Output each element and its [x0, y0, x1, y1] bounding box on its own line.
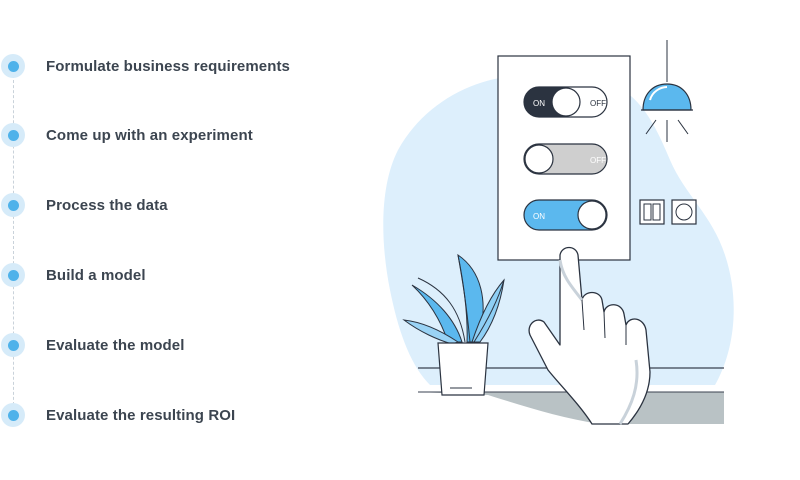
step-label: Evaluate the resulting ROI	[46, 406, 236, 424]
round-switch-icon[interactable]	[671, 199, 697, 225]
step-bullet-icon	[1, 123, 25, 147]
pointing-hand-icon	[528, 246, 651, 425]
plant-pot	[437, 342, 489, 396]
step-build-model: Build a model	[0, 262, 146, 288]
toggle-switch-off[interactable]: OFF	[523, 143, 608, 175]
step-label: Come up with an experiment	[46, 126, 253, 144]
toggle-switch-on-dark[interactable]: ON OFF	[523, 86, 608, 118]
step-experiment: Come up with an experiment	[0, 122, 253, 148]
floor-shelf	[418, 392, 724, 424]
hanging-lamp-icon	[641, 40, 693, 142]
process-steps: Formulate business requirements Come up …	[0, 0, 380, 480]
step-bullet-icon	[1, 54, 25, 78]
step-bullet-icon	[1, 403, 25, 427]
step-label: Process the data	[46, 196, 168, 214]
step-process-data: Process the data	[0, 192, 168, 218]
toggle-switch-on-blue[interactable]: ON	[523, 199, 608, 231]
step-evaluate-roi: Evaluate the resulting ROI	[0, 402, 235, 428]
light-switch-icon[interactable]	[639, 199, 665, 225]
step-evaluate-model: Evaluate the model	[0, 332, 185, 358]
plant-icon	[402, 253, 505, 345]
timeline-connector	[13, 70, 14, 415]
switch-illustration: ON OFF OFF ON	[383, 40, 734, 425]
step-label: Build a model	[46, 266, 146, 284]
step-label: Formulate business requirements	[46, 57, 291, 75]
step-label: Evaluate the model	[46, 336, 185, 354]
step-bullet-icon	[1, 333, 25, 357]
step-bullet-icon	[1, 193, 25, 217]
toggle-on-label: ON	[533, 212, 545, 221]
toggle-off-label: OFF	[590, 156, 606, 165]
toggle-on-label: ON	[533, 99, 545, 108]
step-formulate-requirements: Formulate business requirements	[0, 53, 290, 79]
step-bullet-icon	[1, 263, 25, 287]
toggle-off-label: OFF	[590, 99, 606, 108]
